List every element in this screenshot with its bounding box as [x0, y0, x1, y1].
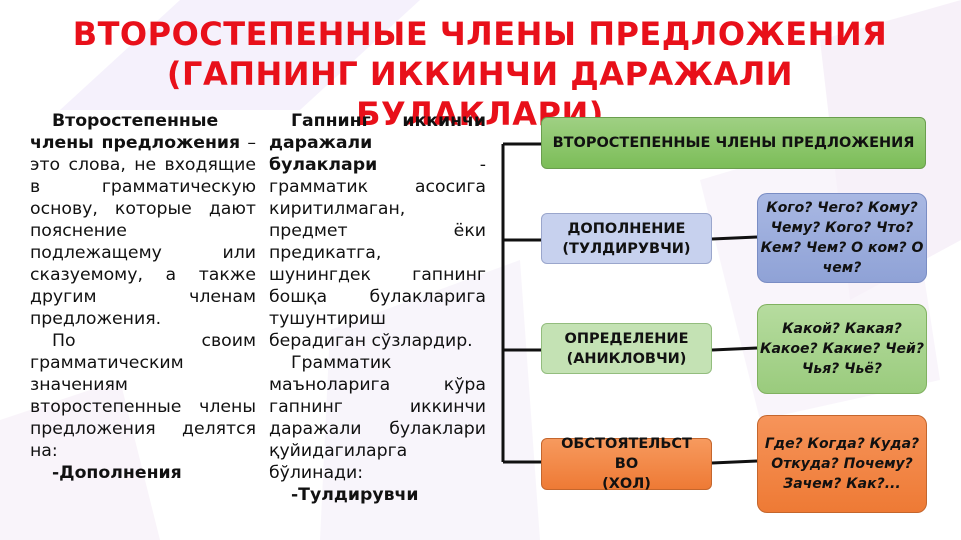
- obstoyatelstvo-label-uz: (ХОЛ): [602, 476, 651, 492]
- connector-dop-questions: [711, 235, 758, 241]
- obstoyatelstvo-questions: Где? Когда? Куда? Откуда? Почему? Зачем?…: [757, 415, 927, 513]
- ru-definition: – это слова, не входящие в грамматическу…: [30, 133, 257, 329]
- uz-term: Гапнинг иккинчи даражали булаклари: [269, 111, 486, 175]
- obstoyatelstvo-box: ОБСТОЯТЕЛЬСТ ВО (ХОЛ): [541, 436, 712, 492]
- ru-paragraph-3: -Дополнения: [52, 463, 182, 483]
- opredelenie-questions: Какой? Какая? Какое? Какие? Чей? Чья? Чь…: [757, 304, 927, 394]
- dopolnenie-label: ДОПОЛНЕНИЕ: [567, 220, 686, 237]
- ru-term: Второстепенные члены предложения: [30, 111, 241, 153]
- dopolnenie-questions: Кого? Чего? Кому? Чему? Кого? Что? Кем? …: [757, 193, 927, 283]
- uz-paragraph-2: Грамматик маъноларига кўра гапнинг иккин…: [269, 353, 486, 483]
- uz-definition: - грамматик асосига киритилмаган, предме…: [269, 155, 486, 351]
- root-box: ВТОРОСТЕПЕННЫЕ ЧЛЕНЫ ПРЕДЛОЖЕНИЯ: [541, 117, 926, 169]
- dopolnenie-box: ДОПОЛНЕНИЕ (ТУЛДИРУВЧИ): [541, 213, 712, 264]
- uz-paragraph-1: Гапнинг иккинчи даражали булаклари - гра…: [269, 110, 486, 352]
- uz-paragraph-3: -Тулдирувчи: [291, 485, 419, 505]
- obstoyatelstvo-label-part2: ВО: [614, 456, 639, 472]
- ru-paragraph-2: По своим грамматическим значениям второс…: [30, 331, 256, 461]
- connector-obs-questions: [711, 459, 758, 465]
- ru-paragraph-1: Второстепенные члены предложения – это с…: [30, 110, 256, 330]
- obstoyatelstvo-label-part1: ОБСТОЯТЕЛЬСТ: [561, 436, 692, 452]
- opredelenie-box: ОПРЕДЕЛЕНИЕ (АНИКЛОВЧИ): [541, 323, 712, 374]
- opredelenie-label-uz: (АНИКЛОВЧИ): [566, 350, 687, 367]
- dopolnenie-label-uz: (ТУЛДИРУВЧИ): [562, 240, 691, 257]
- opredelenie-label: ОПРЕДЕЛЕНИЕ: [564, 330, 689, 347]
- uzbek-definition-column: Гапнинг иккинчи даражали булаклари - гра…: [269, 110, 486, 506]
- connector-opr-questions: [711, 346, 758, 352]
- russian-definition-column: Второстепенные члены предложения – это с…: [30, 110, 256, 484]
